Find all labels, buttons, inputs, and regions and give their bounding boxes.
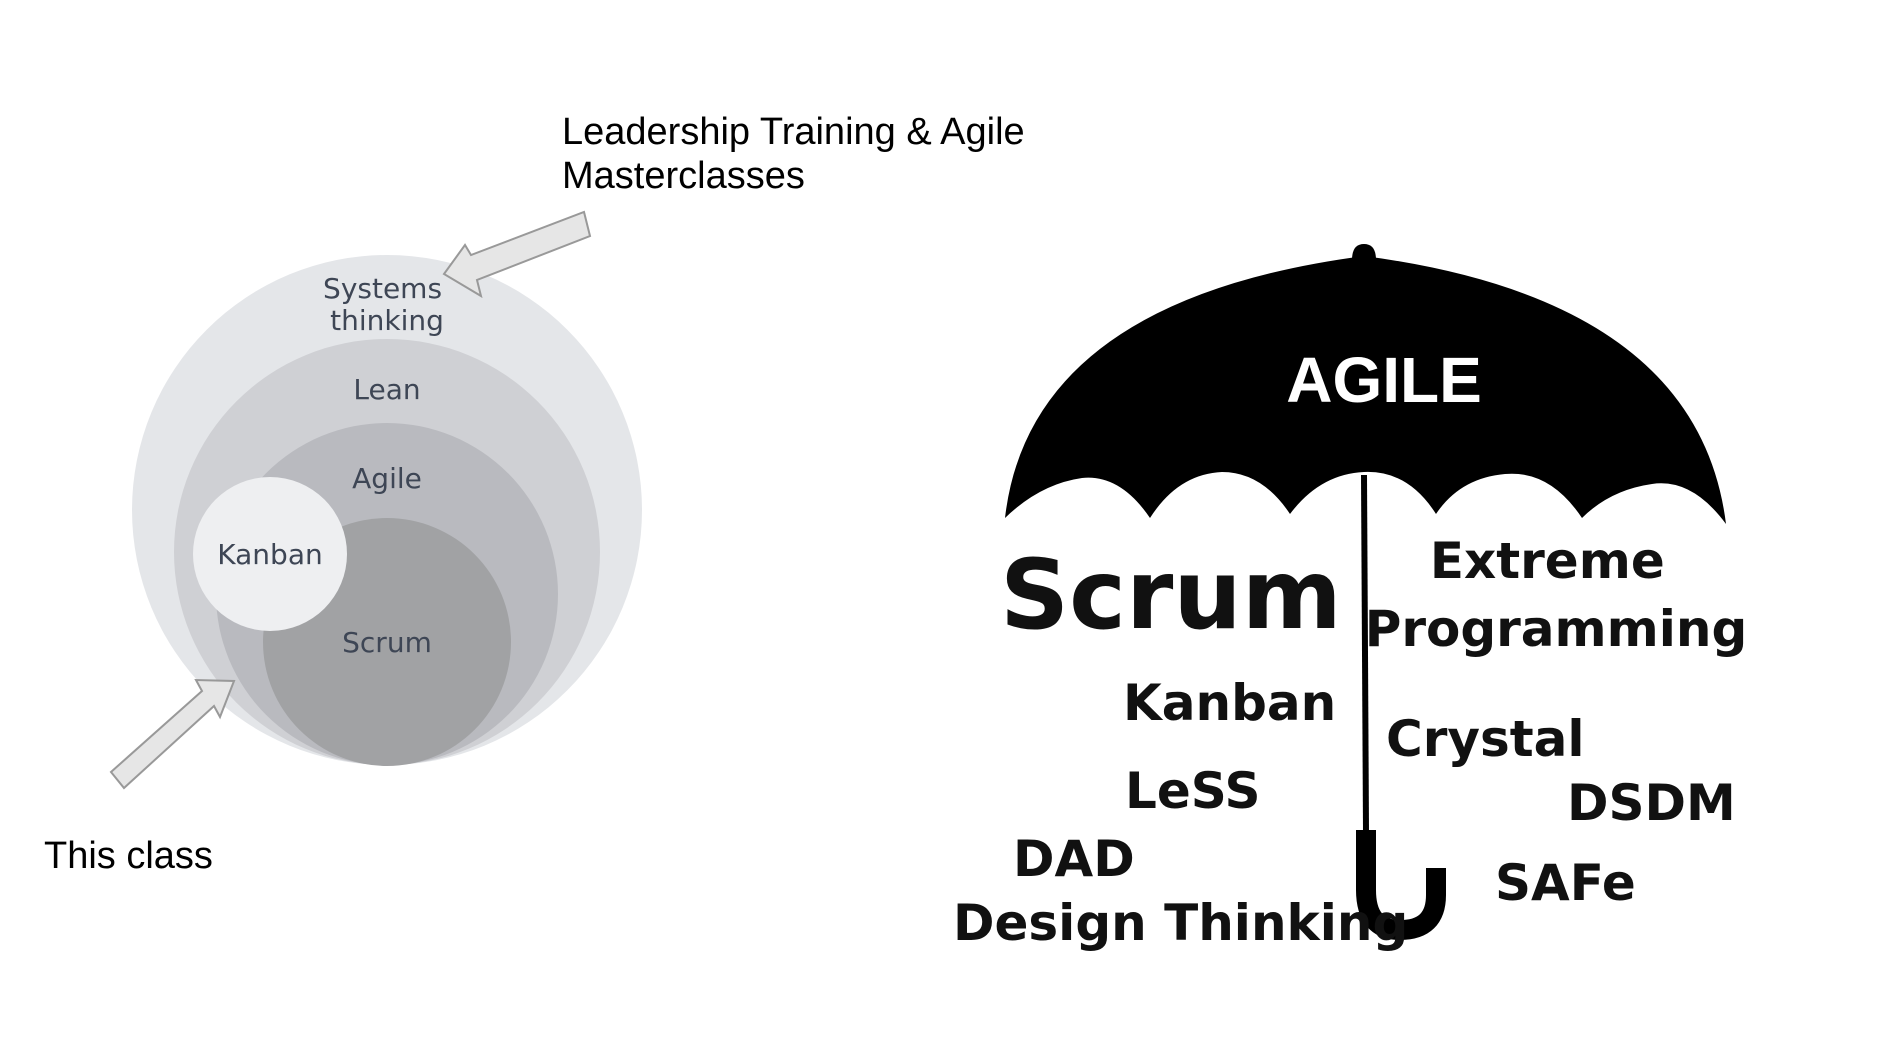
method-kanban: Kanban [1123,674,1336,732]
method-crystal: Crystal [1386,710,1585,768]
kanban-circle [193,477,347,631]
method-dad: DAD [1013,830,1135,888]
method-design-thinking: Design Thinking [953,894,1408,952]
systems-thinking-label: Systems thinking [323,272,451,337]
this-class-arrow [109,678,236,790]
method-extreme-programming-line-2: Programming [1365,600,1748,658]
leadership-caption-line-1: Leadership Training & Agile [562,111,1025,153]
kanban-label: Kanban [217,538,322,571]
lean-label: Lean [353,373,420,406]
method-dsdm: DSDM [1567,774,1736,832]
method-less: LeSS [1125,762,1261,820]
method-scrum: Scrum [1000,539,1342,651]
method-extreme-programming-line-1: Extreme [1430,532,1665,590]
systems-thinking-label-line-2: thinking [330,304,444,337]
leadership-arrow [442,210,592,299]
umbrella-tip [1352,244,1376,260]
umbrella-handle [1356,830,1446,941]
method-safe: SAFe [1495,854,1636,912]
agile-label: Agile [352,462,422,495]
umbrella-title: AGILE [1286,344,1482,416]
this-class-caption: This class [44,835,213,877]
scrum-label: Scrum [342,626,432,659]
agile-umbrella: AGILE [1005,244,1726,941]
systems-thinking-label-line-1: Systems [323,272,442,305]
leadership-caption-line-2: Masterclasses [562,155,805,197]
method-extreme-programming: Extreme Programming [1365,532,1748,658]
umbrella-canopy [1005,256,1726,524]
leadership-caption: Leadership Training & Agile Masterclasse… [562,110,1025,198]
nested-circles-diagram: Systems thinking Lean Agile Scrum Kanban [132,255,642,766]
umbrella-shaft [1361,474,1369,833]
